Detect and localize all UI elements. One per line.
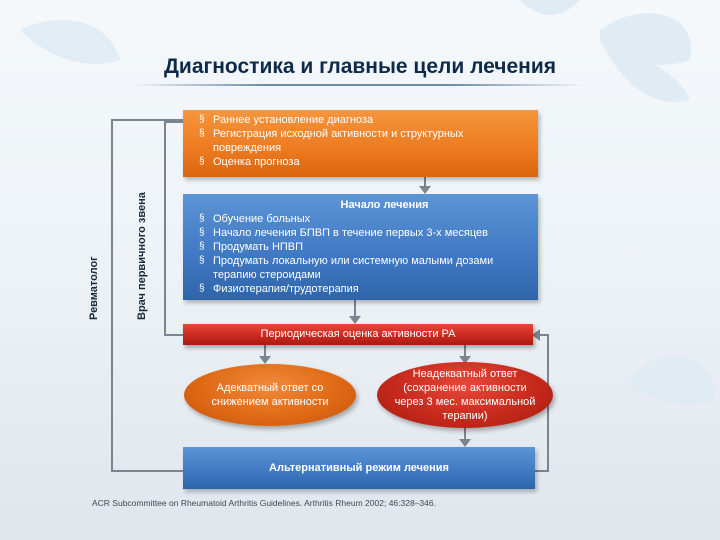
rheumatologist-label: Ревматолог	[88, 256, 100, 320]
treatment-item: Обучение больных	[199, 212, 530, 226]
activity-assessment-bar: Периодическая оценка активности РА	[183, 324, 533, 345]
treatment-start-box: Начало лечения Обучение больных Начало л…	[183, 194, 538, 300]
treatment-list: Обучение больных Начало лечения БПВП в т…	[199, 212, 530, 296]
diagnosis-item: Оценка прогноза	[199, 155, 530, 169]
treatment-item: Физиотерапия/трудотерапия	[199, 282, 530, 296]
inadequate-response-text: Неадекватный ответ (сохранение активност…	[394, 368, 536, 422]
treatment-item: Продумать локальную или системную малыми…	[199, 254, 530, 282]
treatment-item: Продумать НПВП	[199, 240, 530, 254]
diagnosis-item: Раннее установление диагноза	[199, 113, 530, 127]
citation: ACR Subcommittee on Rheumatoid Arthritis…	[92, 498, 436, 508]
treatment-heading: Начало лечения	[340, 199, 429, 211]
adequate-response-text: Адекватный ответ со снижением активности	[211, 382, 329, 408]
diagnosis-item: Регистрация исходной активности и структ…	[199, 127, 530, 155]
adequate-response-oval: Адекватный ответ со снижением активности	[184, 364, 356, 426]
diagnosis-box: Раннее установление диагноза Регистрация…	[183, 110, 538, 177]
page-title: Диагностика и главные цели лечения	[163, 55, 557, 78]
title-underline	[130, 84, 585, 86]
diagnosis-list: Раннее установление диагноза Регистрация…	[199, 113, 530, 169]
primary-care-label: Врач первичного звена	[136, 192, 148, 320]
alternative-regimen-bar: Альтернативный режим лечения	[183, 447, 535, 489]
treatment-item: Начало лечения БПВП в течение первых 3-х…	[199, 226, 530, 240]
inadequate-response-oval: Неадекватный ответ (сохранение активност…	[377, 362, 553, 428]
